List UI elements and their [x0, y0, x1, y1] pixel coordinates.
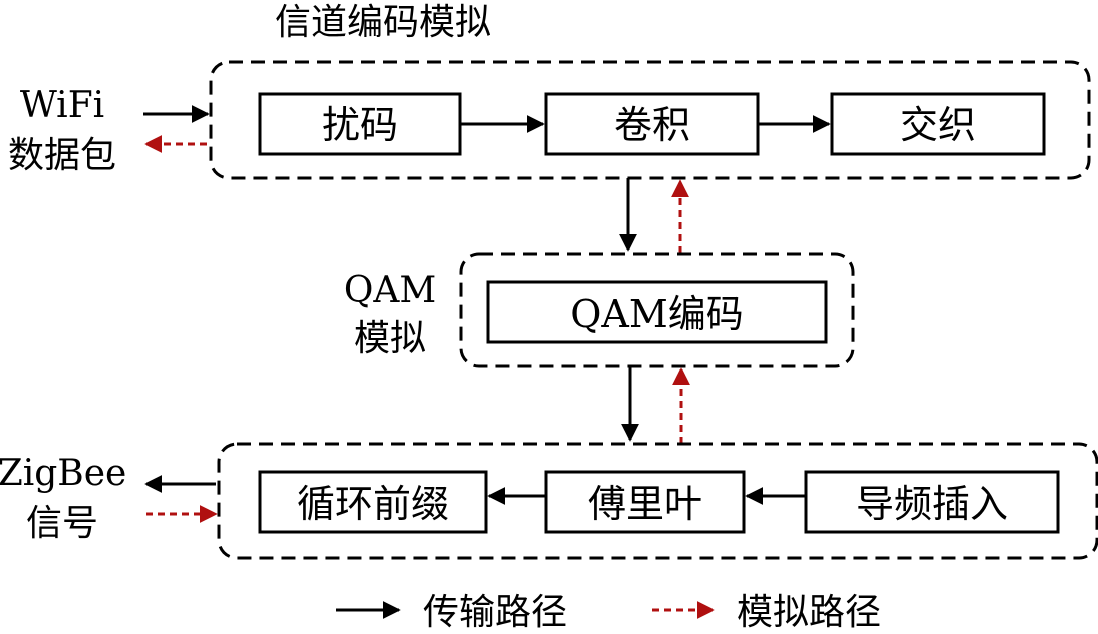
channel-group-box	[209, 60, 1091, 180]
ofdm-group-box	[217, 442, 1098, 560]
cyclic-prefix-box	[258, 470, 488, 534]
convolution-box	[544, 92, 760, 156]
pilot-insert-box	[804, 470, 1060, 534]
legend-transmit-label: 传输路径	[423, 592, 567, 633]
channel-group-title: 信道编码模拟	[275, 2, 491, 43]
input-label-line1: WiFi	[20, 85, 104, 126]
legend: 传输路径 模拟路径	[336, 592, 881, 633]
qam-group-title-line2: 模拟	[354, 318, 426, 359]
output-label-line2: 信号	[26, 503, 98, 544]
input-label-line2: 数据包	[8, 135, 116, 176]
qam-encode-label: QAM编码	[570, 292, 744, 336]
interleave-box	[830, 92, 1046, 156]
qam-encode-box	[486, 280, 828, 344]
qam-group-box	[459, 252, 855, 368]
scramble-label: 扰码	[322, 103, 398, 147]
legend-emulate-label: 模拟路径	[737, 592, 881, 633]
fourier-label: 傅里叶	[588, 482, 702, 526]
interleave-label: 交织	[900, 103, 976, 147]
qam-group-title-line1: QAM	[344, 270, 436, 311]
convolution-label: 卷积	[614, 103, 690, 147]
cyclic-prefix-label: 循环前缀	[297, 482, 449, 526]
fourier-box	[544, 470, 746, 534]
output-label-line1: ZigBee	[0, 453, 126, 494]
pilot-insert-label: 导频插入	[856, 482, 1008, 526]
